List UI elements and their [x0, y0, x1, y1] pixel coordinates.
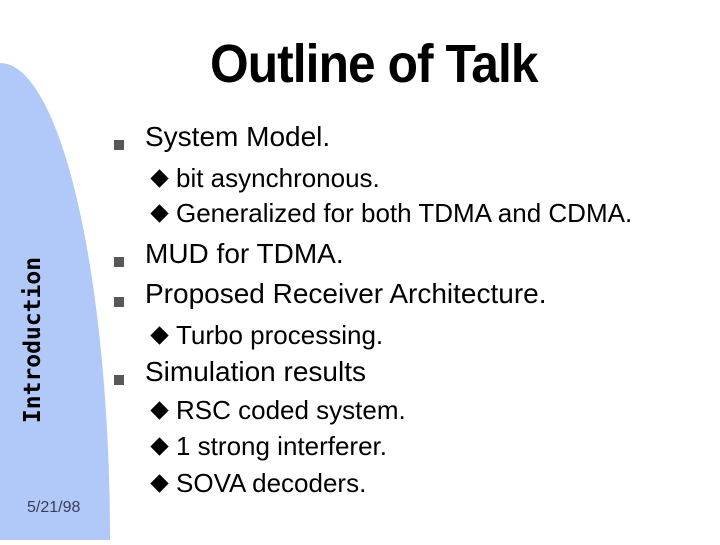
curve-shape-icon	[0, 63, 110, 540]
square-bullet-icon	[114, 140, 124, 150]
diamond-bullet-icon	[150, 326, 169, 345]
bullet-row: System Model.	[114, 123, 330, 151]
bullet-row: bit asynchronous.	[150, 163, 380, 193]
diamond-bullet-icon	[150, 169, 169, 188]
bullet-text: SOVA decoders.	[176, 468, 367, 498]
bullet-text: Turbo processing.	[176, 320, 384, 350]
bullet-text: System Model.	[145, 121, 331, 152]
diamond-bullet-icon	[150, 474, 169, 493]
bullet-text: Proposed Receiver Architecture.	[145, 278, 547, 309]
square-bullet-icon	[114, 375, 124, 385]
bullet-text: MUD for TDMA.	[145, 238, 344, 269]
square-bullet-icon	[114, 257, 124, 267]
square-bullet-icon	[114, 297, 124, 307]
slide-title: Outline of Talk	[210, 34, 538, 94]
bullet-text: Simulation results	[145, 356, 366, 387]
bullet-row: Turbo processing.	[150, 320, 384, 350]
bullet-text: 1 strong interferer.	[176, 431, 387, 461]
bullet-row: Simulation results	[114, 358, 366, 386]
slide-date: 5/21/98	[27, 499, 81, 516]
bullet-row: SOVA decoders.	[150, 468, 367, 498]
bullet-text: bit asynchronous.	[176, 163, 380, 193]
diamond-bullet-icon	[150, 401, 169, 420]
section-label-vertical: Introduction	[20, 256, 46, 424]
bullet-row: Generalized for both TDMA and CDMA.	[150, 198, 633, 228]
bullet-text: Generalized for both TDMA and CDMA.	[176, 198, 633, 228]
diamond-bullet-icon	[150, 204, 169, 223]
left-curve-decoration	[0, 0, 130, 540]
bullet-text: RSC coded system.	[176, 395, 406, 425]
bullet-row: Proposed Receiver Architecture.	[114, 280, 547, 308]
bullet-row: MUD for TDMA.	[114, 240, 344, 268]
bullet-row: 1 strong interferer.	[150, 431, 387, 461]
diamond-bullet-icon	[150, 437, 169, 456]
bullet-row: RSC coded system.	[150, 395, 406, 425]
